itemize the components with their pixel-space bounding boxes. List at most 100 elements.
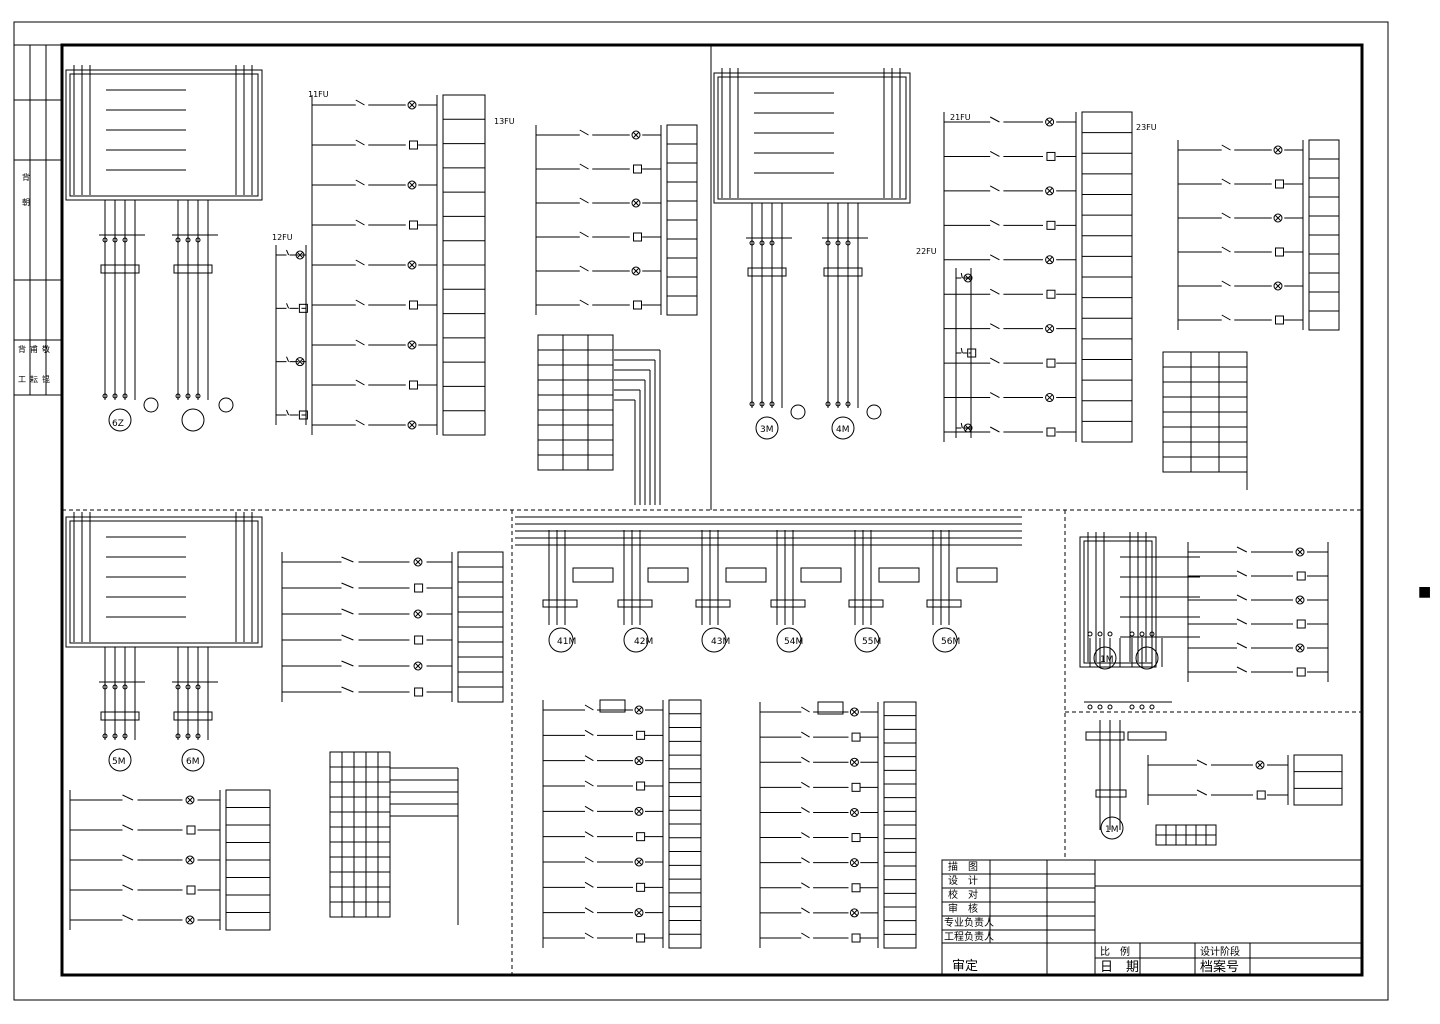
motor-label-top-left-1: 6Z <box>112 419 124 429</box>
contact <box>801 706 810 713</box>
relay-coil <box>409 300 418 310</box>
contact <box>579 129 589 136</box>
contactor <box>1127 731 1167 741</box>
terminal <box>195 237 201 243</box>
indicator-lamp <box>849 807 859 817</box>
contact <box>122 794 134 801</box>
overload-relay <box>800 567 842 583</box>
lamp-x <box>186 856 194 864</box>
contact <box>579 231 589 238</box>
contact <box>801 832 810 838</box>
lamp-x <box>1296 548 1304 556</box>
contact <box>341 582 354 589</box>
relay-coil <box>1275 179 1284 189</box>
motor-circle <box>108 408 132 432</box>
terminal <box>195 733 201 739</box>
contact <box>989 426 1000 433</box>
relay-coil <box>1296 667 1306 677</box>
indicator-lamp <box>1273 281 1283 291</box>
title-block: 描 图 设 计 校 对 审 核 专业负责人 工程负责人 比 例 设计阶段 审定 … <box>941 859 1363 976</box>
terminal <box>1097 704 1103 710</box>
terminal <box>175 393 181 399</box>
contactor <box>770 599 806 608</box>
terminal <box>185 684 191 690</box>
lamp-x <box>186 796 194 804</box>
terminal <box>825 240 831 246</box>
contact <box>801 857 810 864</box>
relay-coil <box>1296 619 1306 629</box>
contact <box>960 347 963 354</box>
terminal <box>102 237 108 243</box>
indicator-lamp <box>634 756 644 766</box>
relay-coil <box>409 220 418 230</box>
contact <box>355 99 365 106</box>
ammeter <box>790 404 806 420</box>
contact <box>355 339 365 346</box>
right-margin-mark: ■ <box>1418 584 1431 600</box>
contact <box>579 197 589 204</box>
terminal <box>835 401 841 407</box>
motor-label-1m-top: 1M <box>1100 655 1114 665</box>
contact <box>579 299 589 306</box>
tb-scale-label: 比 例 <box>1100 945 1130 958</box>
side-label-5: 敬 <box>42 344 50 354</box>
lamp-x <box>408 261 416 269</box>
terminal <box>175 684 181 690</box>
terminal <box>185 733 191 739</box>
contact <box>355 299 365 306</box>
motor-label-42m: 42M <box>634 637 653 647</box>
lamp-x <box>296 251 304 259</box>
indicator-lamp <box>849 858 859 868</box>
contact <box>355 379 365 386</box>
side-label-8: 锟 <box>42 375 50 384</box>
contact <box>579 163 589 170</box>
motor-circle <box>623 627 649 653</box>
contactor <box>747 267 787 277</box>
contact <box>1221 246 1231 253</box>
relay-coil <box>1275 247 1284 257</box>
indicator-lamp <box>1045 255 1055 265</box>
breaker-box-inner <box>1083 540 1153 664</box>
indicator-lamp <box>631 198 641 208</box>
side-label-1: 背 <box>22 172 30 182</box>
terminal <box>185 393 191 399</box>
contactor <box>100 264 140 274</box>
overload-relay <box>725 567 767 583</box>
breaker-box <box>65 69 263 201</box>
relay-coil <box>1046 220 1056 230</box>
contactor <box>617 599 653 608</box>
indicator-lamp <box>1045 186 1055 196</box>
relay-coil <box>636 730 646 740</box>
relay-coil <box>186 885 196 895</box>
lamp-x <box>851 909 858 917</box>
contact <box>355 139 365 146</box>
indicator-lamp <box>185 855 195 865</box>
contact <box>1236 594 1248 601</box>
terminal <box>112 237 118 243</box>
contact <box>355 419 365 426</box>
relay-coil <box>1256 790 1266 800</box>
terminal <box>845 401 851 407</box>
relay-coil <box>636 832 646 842</box>
overload-relay <box>647 567 689 583</box>
contact <box>584 907 594 914</box>
indicator-lamp <box>1273 213 1283 223</box>
relay-coil <box>298 303 308 313</box>
indicator-lamp <box>1045 117 1055 127</box>
generated-schematic <box>65 65 1343 949</box>
contact <box>960 422 963 429</box>
terminal <box>122 237 128 243</box>
contact <box>989 288 1000 295</box>
contactor <box>1085 731 1125 741</box>
indicator-lamp <box>631 130 641 140</box>
indicator-lamp <box>413 557 423 567</box>
indicator-lamp <box>1295 547 1305 557</box>
terminal <box>749 240 755 246</box>
lamp-x <box>1046 187 1053 195</box>
relay-coil <box>1296 571 1306 581</box>
relay-coil <box>851 933 861 943</box>
lamp-x <box>632 131 640 139</box>
contact <box>355 219 365 226</box>
relay-coil <box>851 883 861 893</box>
terminal <box>1129 704 1135 710</box>
